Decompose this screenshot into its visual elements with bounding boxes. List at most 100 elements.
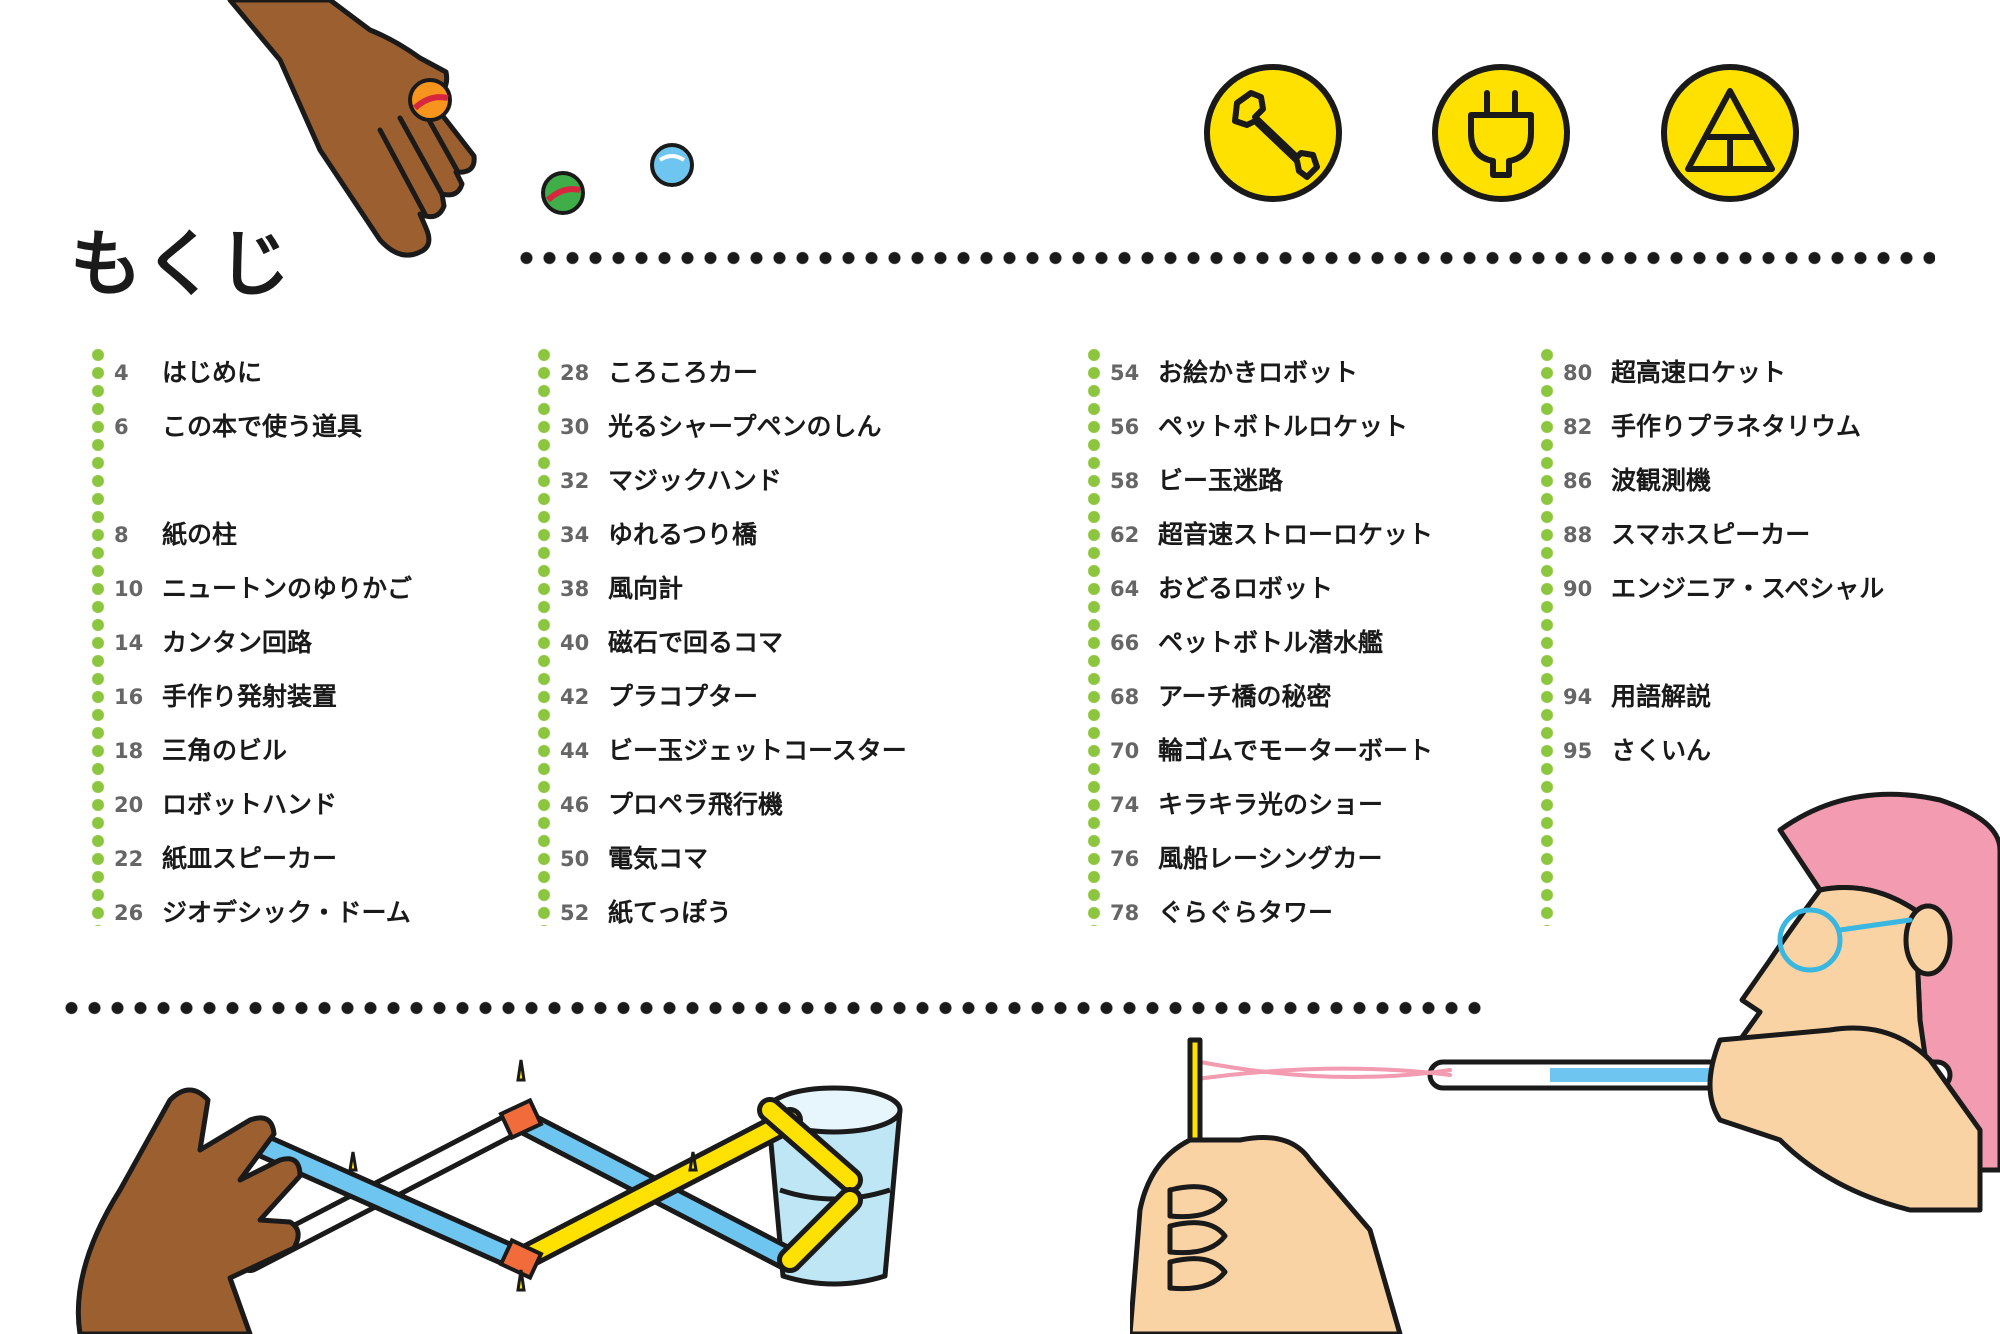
toc-entry-title: 磁石で回るコマ [608, 628, 784, 657]
toc-entry-title: 光るシャープペンのしん [608, 412, 882, 441]
wrench-icon [1203, 63, 1343, 203]
toc-page-number: 28 [560, 361, 590, 385]
toc-entry-title: 手作りプラネタリウム [1611, 412, 1862, 441]
toc-entry-title: 三角のビル [162, 736, 288, 765]
toc-entry: 74 キラキラ光のショー [1088, 778, 1528, 832]
toc-entry-title: 波観測機 [1611, 466, 1712, 495]
toc-page-number: 4 [114, 361, 129, 385]
toc-entry: 38 風向計 [538, 562, 978, 616]
toc-entry-title: エンジニア・スペシャル [1611, 574, 1885, 603]
toc-page-number: 40 [560, 631, 590, 655]
toc-entry-title: キラキラ光のショー [1158, 790, 1384, 819]
toc-entry-title: アーチ橋の秘密 [1158, 682, 1332, 711]
toc-entry-title: お絵かきロボット [1158, 358, 1359, 387]
toc-page-number: 58 [1110, 469, 1140, 493]
toc-entry: 80 超高速ロケット [1541, 346, 1981, 400]
toc-entry-title: プラコプター [608, 682, 759, 711]
toc-page-number: 32 [560, 469, 590, 493]
toc-entry: 4 はじめに [92, 346, 532, 400]
toc-entry: 76 風船レーシングカー [1088, 832, 1528, 886]
toc-entry: 42 プラコプター [538, 670, 978, 724]
toc-entry-title: 風船レーシングカー [1158, 844, 1383, 873]
toc-entry-title: 紙てっぽう [608, 898, 732, 927]
toc-entry: 16 手作り発射装置 [92, 670, 532, 724]
toc-entry-title: おどるロボット [1158, 574, 1334, 603]
toc-entry-title: プロペラ飛行機 [608, 790, 784, 819]
toc-page-number: 76 [1110, 847, 1140, 871]
toc-page-number: 64 [1110, 577, 1140, 601]
toc-page-number: 88 [1563, 523, 1593, 547]
toc-page-number: 62 [1110, 523, 1140, 547]
page-title: もくじ [70, 222, 293, 306]
toc-entry: 40 磁石で回るコマ [538, 616, 978, 670]
toc-entry: 54 お絵かきロボット [1088, 346, 1528, 400]
toc-page-number: 26 [114, 901, 144, 925]
toc-page-number: 38 [560, 577, 590, 601]
toc-page-number: 22 [114, 847, 144, 871]
bottom-dotted-rule [60, 1001, 1490, 1015]
top-dotted-rule [515, 251, 1935, 265]
plug-icon [1431, 63, 1571, 203]
toc-entry-title: ころころカー [608, 358, 759, 387]
toc-page-number: 86 [1563, 469, 1593, 493]
toc-page-number: 94 [1563, 685, 1593, 709]
magic-hand-illustration [50, 1040, 950, 1334]
toc-page-number: 6 [114, 415, 129, 439]
toc-page-number: 10 [114, 577, 144, 601]
toc-entry: 46 プロペラ飛行機 [538, 778, 978, 832]
toc-page-number: 90 [1563, 577, 1593, 601]
toc-page-number: 46 [560, 793, 590, 817]
toc-page-number: 80 [1563, 361, 1593, 385]
toc-entry-title: 超高速ロケット [1611, 358, 1787, 387]
toc-entry: 18 三角のビル [92, 724, 532, 778]
triangle-structure-icon [1660, 63, 1800, 203]
toc-page-number: 70 [1110, 739, 1140, 763]
toc-entry: 88 スマホスピーカー [1541, 508, 1981, 562]
toc-entry-title: ロボットハンド [162, 790, 338, 819]
toc-entry-title: はじめに [162, 358, 263, 387]
toc-entry-title: ぐらぐらタワー [1158, 898, 1334, 927]
dot-rail [538, 346, 550, 926]
toc-entry-title: ペットボトル潜水艦 [1158, 628, 1384, 657]
toc-page-number: 14 [114, 631, 144, 655]
toc-page-number: 74 [1110, 793, 1140, 817]
toc-page-number: 16 [114, 685, 144, 709]
toc-page-number: 8 [114, 523, 129, 547]
toc-page-number: 50 [560, 847, 590, 871]
toc-page-number: 42 [560, 685, 590, 709]
toc-entry-title: 風向計 [608, 574, 684, 603]
toc-entry-title: ニュートンのゆりかご [162, 574, 413, 603]
toc-entry-title: 紙の柱 [162, 520, 238, 549]
toc-entry: 90 エンジニア・スペシャル [1541, 562, 1981, 616]
toc-entry-title: 手作り発射装置 [162, 682, 338, 711]
toc-page-number: 30 [560, 415, 590, 439]
toc-entry-title: スマホスピーカー [1611, 520, 1811, 549]
toc-entry-title: ゆれるつり橋 [608, 520, 758, 549]
toc-page-number: 18 [114, 739, 144, 763]
toc-entry: 86 波観測機 [1541, 454, 1981, 508]
toc-page-number: 54 [1110, 361, 1140, 385]
toc-entry: 78 ぐらぐらタワー [1088, 886, 1528, 940]
toc-page-number: 78 [1110, 901, 1140, 925]
toc-entry: 30 光るシャープペンのしん [538, 400, 978, 454]
toc-entry-title: さくいん [1611, 736, 1712, 765]
